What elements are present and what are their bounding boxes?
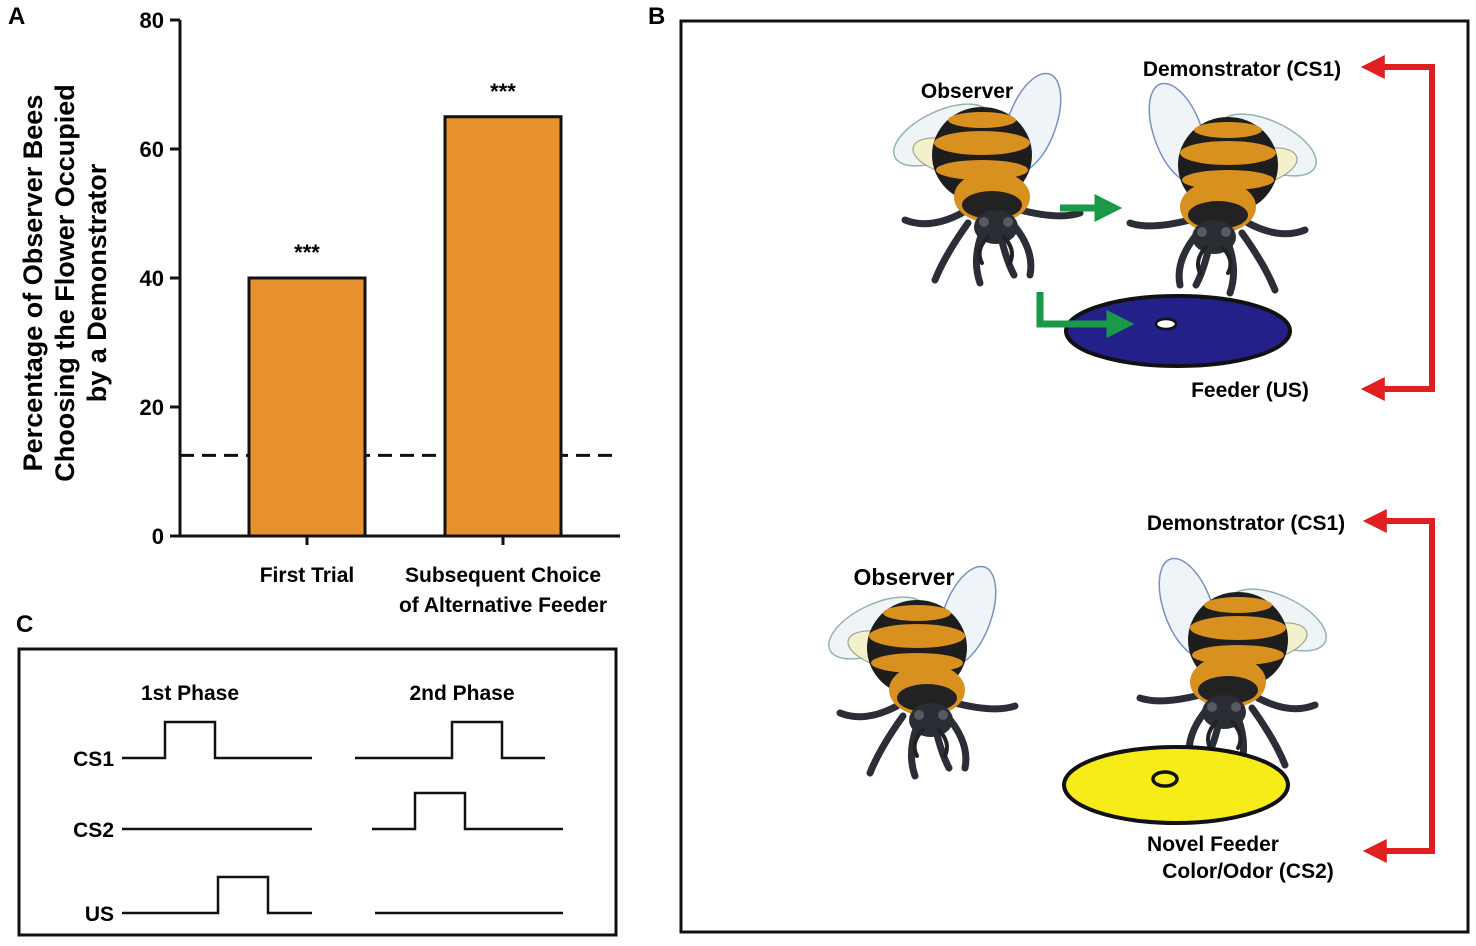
phase1-label: 1st Phase xyxy=(141,682,239,705)
bar xyxy=(247,276,367,538)
panel-b-frame xyxy=(679,19,1470,934)
significance-label: *** xyxy=(490,79,516,104)
top-association-arrow xyxy=(1360,55,1435,401)
signal-trace xyxy=(355,720,545,760)
top-demonstrator-bee xyxy=(1130,76,1325,293)
category-label: of Alternative Feeder xyxy=(399,594,607,617)
category-labels: First Trial Subsequent Choice of Alternati… xyxy=(260,564,607,617)
category-label: First Trial xyxy=(260,564,355,587)
bottom-demonstrator-label: Demonstrator (CS1) xyxy=(1147,512,1345,535)
bottom-observer-bee xyxy=(820,559,1015,776)
panel-c-frame xyxy=(17,647,618,937)
phase2-label: 2nd Phase xyxy=(409,682,514,705)
top-observer-label: Observer xyxy=(921,80,1013,103)
top-feeder-label: Feeder (US) xyxy=(1191,379,1309,402)
top-feeder-hole xyxy=(1154,317,1178,331)
bar xyxy=(443,115,563,538)
y-tick-label: 80 xyxy=(140,8,164,33)
signal-trace xyxy=(122,720,312,760)
y-axis-label-line: Choosing the Flower Occupied xyxy=(50,84,80,482)
novel-feeder-label-line2: Color/Odor (CS2) xyxy=(1162,860,1334,883)
green-arrow-to-feeder xyxy=(1036,292,1135,338)
novel-feeder-hole xyxy=(1151,770,1179,788)
top-feeder-disc xyxy=(1064,294,1292,368)
bottom-association-arrow xyxy=(1362,509,1435,863)
signal-label: CS1 xyxy=(73,748,114,771)
novel-feeder-disc xyxy=(1062,745,1290,825)
signal-label: US xyxy=(85,903,114,926)
significance-label: *** xyxy=(294,240,320,265)
y-tick-label: 40 xyxy=(140,266,164,291)
y-axis-label-line: Percentage of Observer Bees xyxy=(18,95,48,472)
signal-label: CS2 xyxy=(73,819,114,842)
novel-feeder-label-line1: Novel Feeder xyxy=(1147,833,1279,856)
signal-trace xyxy=(122,875,312,915)
panel-a-letter: A xyxy=(8,3,25,30)
chart-bars: *** *** xyxy=(247,79,563,538)
signal-trace xyxy=(372,791,563,831)
bottom-observer-label: Observer xyxy=(853,564,954,590)
top-demonstrator-label: Demonstrator (CS1) xyxy=(1143,58,1341,81)
bottom-demonstrator-bee xyxy=(1140,551,1335,768)
y-axis-label-line: by a Demonstrator xyxy=(82,163,112,402)
category-label: Subsequent Choice xyxy=(405,564,601,587)
y-tick-label: 20 xyxy=(140,395,164,420)
y-tick-label: 0 xyxy=(152,524,164,549)
panel-b-letter: B xyxy=(648,3,665,30)
y-tick-label: 60 xyxy=(140,137,164,162)
panel-c-letter: C xyxy=(16,611,33,638)
